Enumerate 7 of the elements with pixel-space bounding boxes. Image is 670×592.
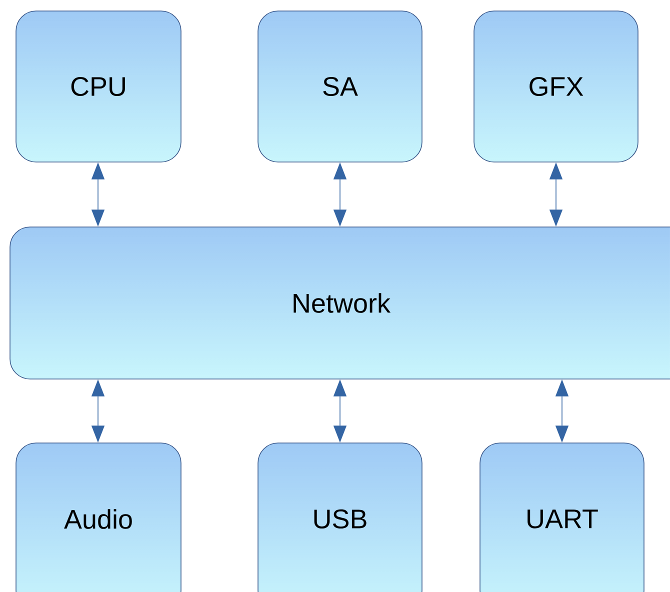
network-box: Network xyxy=(10,226,670,380)
component-box: USB xyxy=(258,442,422,592)
component-box: UART xyxy=(480,442,644,592)
component-box: Audio xyxy=(16,442,182,592)
component-box: SA xyxy=(258,10,422,162)
component-box: CPU xyxy=(16,10,182,162)
component-box: GFX xyxy=(474,10,638,162)
